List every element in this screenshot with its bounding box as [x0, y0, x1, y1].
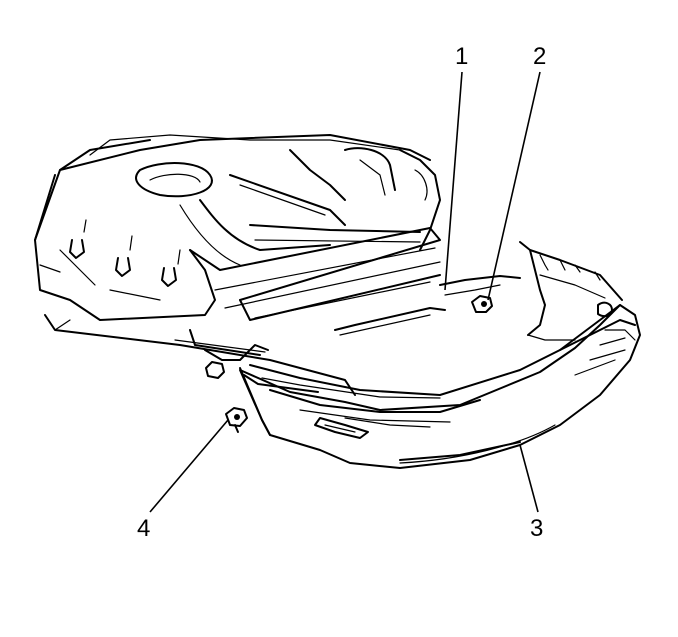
- leader-line-2: [487, 71, 541, 301]
- callout-1: 1: [455, 43, 468, 70]
- leader-lines: [149, 71, 541, 513]
- callout-4: 4: [137, 515, 150, 542]
- fastener-bolt-4: [225, 407, 248, 433]
- fastener-bolt-body: [205, 361, 225, 379]
- fastener-bolt-2: [471, 295, 493, 313]
- leader-line-1: [444, 71, 463, 291]
- leader-line-3: [519, 444, 539, 513]
- callout-2: 2: [533, 43, 546, 70]
- retainer-tab-group: [69, 219, 181, 301]
- callout-labels: 1 2 3 4: [137, 43, 546, 542]
- vehicle-body: [34, 134, 441, 396]
- leader-line-4: [149, 419, 229, 513]
- callout-3: 3: [530, 515, 543, 542]
- bumper-fascia: [239, 241, 641, 469]
